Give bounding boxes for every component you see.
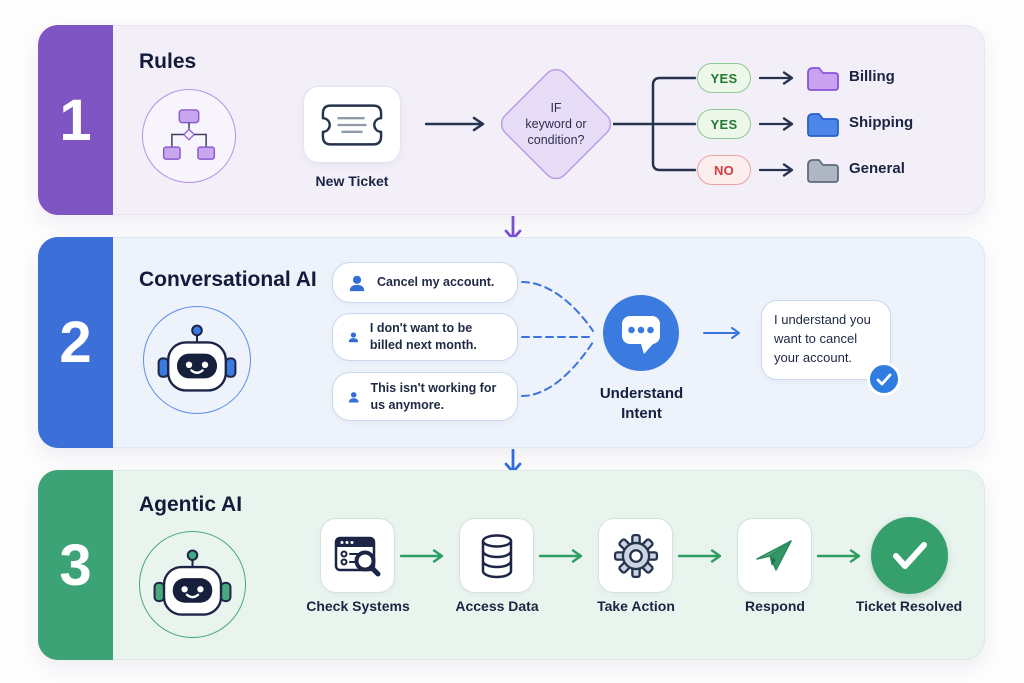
decision-tree-icon — [162, 109, 216, 160]
arrow-right-icon — [759, 163, 794, 177]
general-label: General — [849, 160, 905, 177]
agentic-ai-title: Agentic AI — [139, 493, 243, 516]
diamond-line-1: IF — [550, 100, 562, 115]
take-action-label: Take Action — [597, 598, 675, 614]
step-number: 2 — [59, 310, 92, 375]
intent-line-1: Understand — [599, 385, 684, 402]
arrow-right-icon — [425, 116, 485, 132]
agent-robot-circle — [139, 531, 246, 638]
user-icon — [348, 332, 359, 343]
diamond-line-2: keyword or — [525, 116, 587, 131]
step-number: 1 — [59, 87, 92, 153]
access-data-card — [459, 518, 534, 593]
message-text: I don't want to be billed next month. — [369, 321, 477, 352]
arrow-right-icon — [759, 117, 794, 131]
shipping-folder-icon — [807, 113, 839, 137]
access-data-label: Access Data — [455, 598, 539, 614]
yes-pill-shipping: YES — [697, 109, 751, 139]
decision-tree-circle — [142, 89, 236, 183]
respond-label: Respond — [745, 598, 805, 614]
check-icon — [892, 541, 927, 569]
database-icon — [481, 533, 512, 578]
arrow-right-icon — [759, 71, 794, 85]
rules-panel: 1 Rules New Ticket — [38, 25, 985, 215]
agentic-number-band: 3 — [38, 470, 113, 660]
intent-line-2: Intent — [621, 405, 662, 423]
new-ticket-card — [303, 86, 401, 163]
response-card: I understand you want to cancel your acc… — [761, 300, 891, 380]
rules-title: Rules — [139, 50, 197, 73]
message-card-2: I don't want to be billed next month. — [332, 313, 518, 361]
message-card-1: Cancel my account. — [332, 262, 518, 303]
general-folder-icon — [807, 159, 839, 183]
ticket-resolved-label: Ticket Resolved — [855, 598, 963, 614]
arrow-right-icon — [399, 549, 444, 563]
new-ticket-label: New Ticket — [315, 173, 389, 189]
arrow-right-icon — [703, 327, 740, 339]
diamond-shape-icon — [500, 68, 612, 180]
step-number: 3 — [59, 532, 92, 598]
chatbot-robot-icon — [157, 324, 237, 392]
paper-plane-icon — [755, 539, 792, 571]
chat-bubble-icon — [603, 295, 679, 371]
user-icon — [349, 275, 365, 291]
message-text: Cancel my account. — [377, 275, 495, 290]
pill-text: NO — [713, 162, 735, 178]
billing-label: Billing — [849, 68, 895, 85]
pill-text: YES — [710, 116, 738, 132]
response-check-badge — [867, 362, 901, 396]
yes-pill-billing: YES — [697, 63, 751, 93]
arrow-right-icon — [816, 549, 861, 563]
check-systems-label: Check Systems — [306, 598, 410, 614]
understand-intent-circle — [603, 295, 679, 376]
rules-number-band: 1 — [38, 25, 113, 215]
understand-intent-label: Understand Intent — [579, 384, 704, 425]
pill-text: YES — [710, 70, 738, 86]
conversational-number-band: 2 — [38, 237, 113, 448]
ticket-resolved-circle — [871, 517, 948, 594]
arrow-right-icon — [538, 549, 583, 563]
message-text: This isn't working for us anymore. — [370, 380, 497, 412]
converging-dashed-arrows — [521, 281, 594, 397]
shipping-label: Shipping — [849, 114, 914, 131]
agentic-ai-panel: 3 Agentic AI — [38, 470, 985, 660]
response-text: I understand you want to cancel your acc… — [774, 312, 871, 365]
gear-icon — [613, 533, 658, 578]
agent-robot-icon — [153, 549, 232, 616]
billing-folder-icon — [807, 67, 839, 91]
user-icon — [348, 391, 359, 403]
respond-card — [737, 518, 812, 593]
take-action-card — [598, 518, 673, 593]
conversational-ai-panel: 2 Conversational AI Cancel my account. — [38, 237, 985, 448]
chatbot-circle — [143, 306, 251, 414]
branch-bracket — [613, 76, 697, 172]
diamond-text: IF keyword or condition? — [496, 64, 616, 184]
browser-search-icon — [334, 536, 380, 576]
diamond-line-3: condition? — [527, 133, 585, 148]
check-systems-card — [320, 518, 395, 593]
decision-diamond: IF keyword or condition? — [496, 64, 616, 184]
message-card-3: This isn't working for us anymore. — [332, 372, 518, 421]
arrow-right-icon — [677, 549, 722, 563]
ticket-icon — [321, 103, 383, 146]
check-icon — [876, 373, 892, 385]
no-pill-general: NO — [697, 155, 751, 185]
conversational-ai-title: Conversational AI — [139, 268, 317, 291]
